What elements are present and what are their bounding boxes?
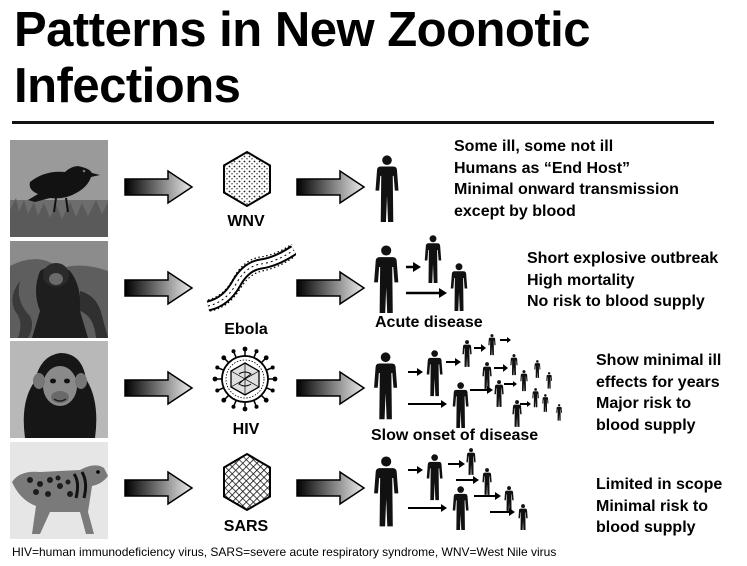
disease-caption: Slow onset of disease	[371, 427, 539, 444]
abbreviation-footnote: HIV=human immunodeficiency virus, SARS=s…	[12, 545, 557, 559]
sars-virus-icon	[223, 452, 271, 512]
page-title: Patterns in New Zoonotic Infections	[14, 2, 591, 114]
flow-arrow	[124, 270, 194, 306]
monkey-photo	[10, 241, 108, 338]
description-line: High mortality	[527, 271, 635, 289]
hiv-virus-icon	[212, 346, 278, 412]
virus-label: HIV	[232, 421, 260, 438]
flow-arrow	[124, 370, 194, 406]
title-divider	[12, 121, 714, 124]
row-description: Show minimal ill effects for years Major…	[596, 350, 721, 436]
description-line: effects for years	[596, 373, 720, 391]
description-line: blood supply	[596, 519, 696, 536]
disease-caption: Acute disease	[375, 314, 483, 331]
civet-photo	[10, 442, 108, 539]
description-line: No risk to blood supply	[527, 293, 705, 310]
description-line: Short explosive outbreak	[527, 250, 719, 267]
title-line-2: Infections	[14, 59, 241, 113]
virus-label: SARS	[223, 518, 269, 535]
description-line: blood supply	[596, 416, 696, 434]
flow-arrow	[296, 270, 366, 306]
crow-photo	[10, 140, 108, 237]
description-line: Minimal onward transmission	[454, 181, 679, 198]
flow-arrow	[124, 169, 194, 205]
human-figure	[375, 155, 399, 222]
description-line: Minimal risk to	[596, 497, 709, 515]
row-description: Short explosive outbreak High mortality …	[527, 248, 718, 313]
flow-arrow	[296, 169, 366, 205]
description-line: Major risk to	[596, 395, 692, 412]
description-line: Some ill, some not ill	[454, 138, 614, 155]
ebola-virus-icon	[206, 244, 296, 312]
chimpanzee-photo	[10, 341, 108, 438]
slow-spread-figures	[374, 334, 562, 428]
description-line: except by blood	[454, 202, 576, 220]
description-line: Limited in scope	[596, 476, 723, 493]
wnv-virus-icon	[223, 150, 271, 208]
title-line-1: Patterns in New Zoonotic	[14, 3, 591, 57]
virus-label: WNV	[227, 213, 265, 230]
description-line: Humans as “End Host”	[454, 159, 631, 177]
virus-label: Ebola	[224, 321, 268, 338]
limited-spread-figures	[374, 448, 528, 530]
row-description: Some ill, some not ill Humans as “End Ho…	[454, 136, 679, 222]
flow-arrow	[124, 470, 194, 506]
row-description: Limited in scope Minimal risk to blood s…	[596, 474, 722, 539]
flow-arrow	[296, 470, 366, 506]
description-line: Show minimal ill	[596, 352, 722, 369]
outbreak-spread-figures	[374, 235, 468, 313]
flow-arrow	[296, 370, 366, 406]
